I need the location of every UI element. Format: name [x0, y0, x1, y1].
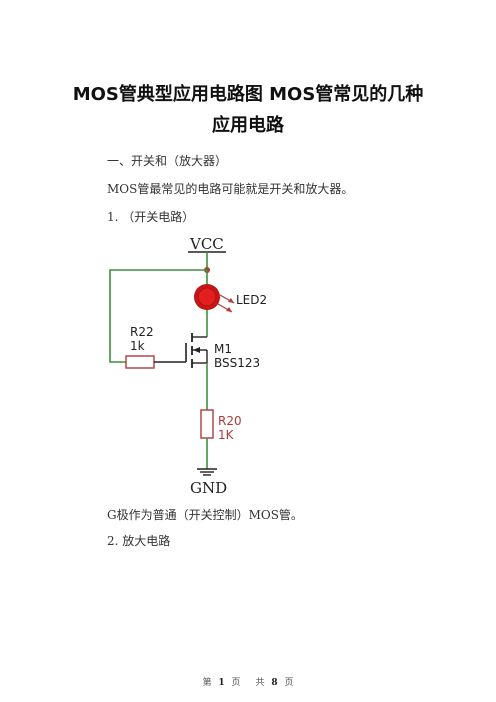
footer-prefix: 第: [202, 678, 212, 688]
r20-name-label: R20: [218, 414, 242, 428]
r22-value-label: 1k: [130, 339, 145, 353]
led-emit-arrowhead-1: [228, 298, 234, 303]
page-footer: 第 1 页 共 8 页: [0, 675, 496, 688]
mos-arrow-icon: [193, 347, 200, 353]
footer-total-pages: 8: [271, 678, 278, 688]
vcc-label: VCC: [189, 235, 224, 253]
footer-page-number: 1: [218, 678, 225, 688]
intro-paragraph: MOS管最常见的电路可能就是开关和放大器。: [107, 182, 354, 196]
m1-part-label: BSS123: [214, 356, 260, 370]
title-line-2: 应用电路: [212, 115, 284, 136]
title-line-1: MOS管典型应用电路图 MOS管常见的几种: [72, 84, 424, 105]
r20-value-label: 1K: [218, 428, 235, 442]
list-item-2: 2. 放大电路: [107, 534, 171, 548]
footer-suffix: 页: [284, 678, 294, 688]
led-label: LED2: [236, 293, 267, 307]
m1-name-label: M1: [214, 342, 232, 356]
r22-name-label: R22: [130, 325, 154, 339]
section-heading: 一、开关和（放大器）: [107, 154, 228, 168]
list-item-1: 1. （开关电路）: [107, 210, 195, 224]
footer-mid2: 共: [255, 678, 265, 688]
note-paragraph: G极作为普通（开关控制）MOS管。: [107, 508, 303, 522]
r20-resistor: [200, 409, 214, 439]
led-emit-arrowhead-2: [226, 307, 232, 312]
r22-resistor: [125, 355, 155, 369]
led-body-icon: [197, 287, 217, 307]
footer-mid1: 页: [231, 678, 241, 688]
switch-circuit-diagram: VCC LED2 R22 1k M1: [109, 235, 267, 497]
gnd-label: GND: [190, 479, 227, 497]
feedback-wire: [109, 269, 207, 363]
